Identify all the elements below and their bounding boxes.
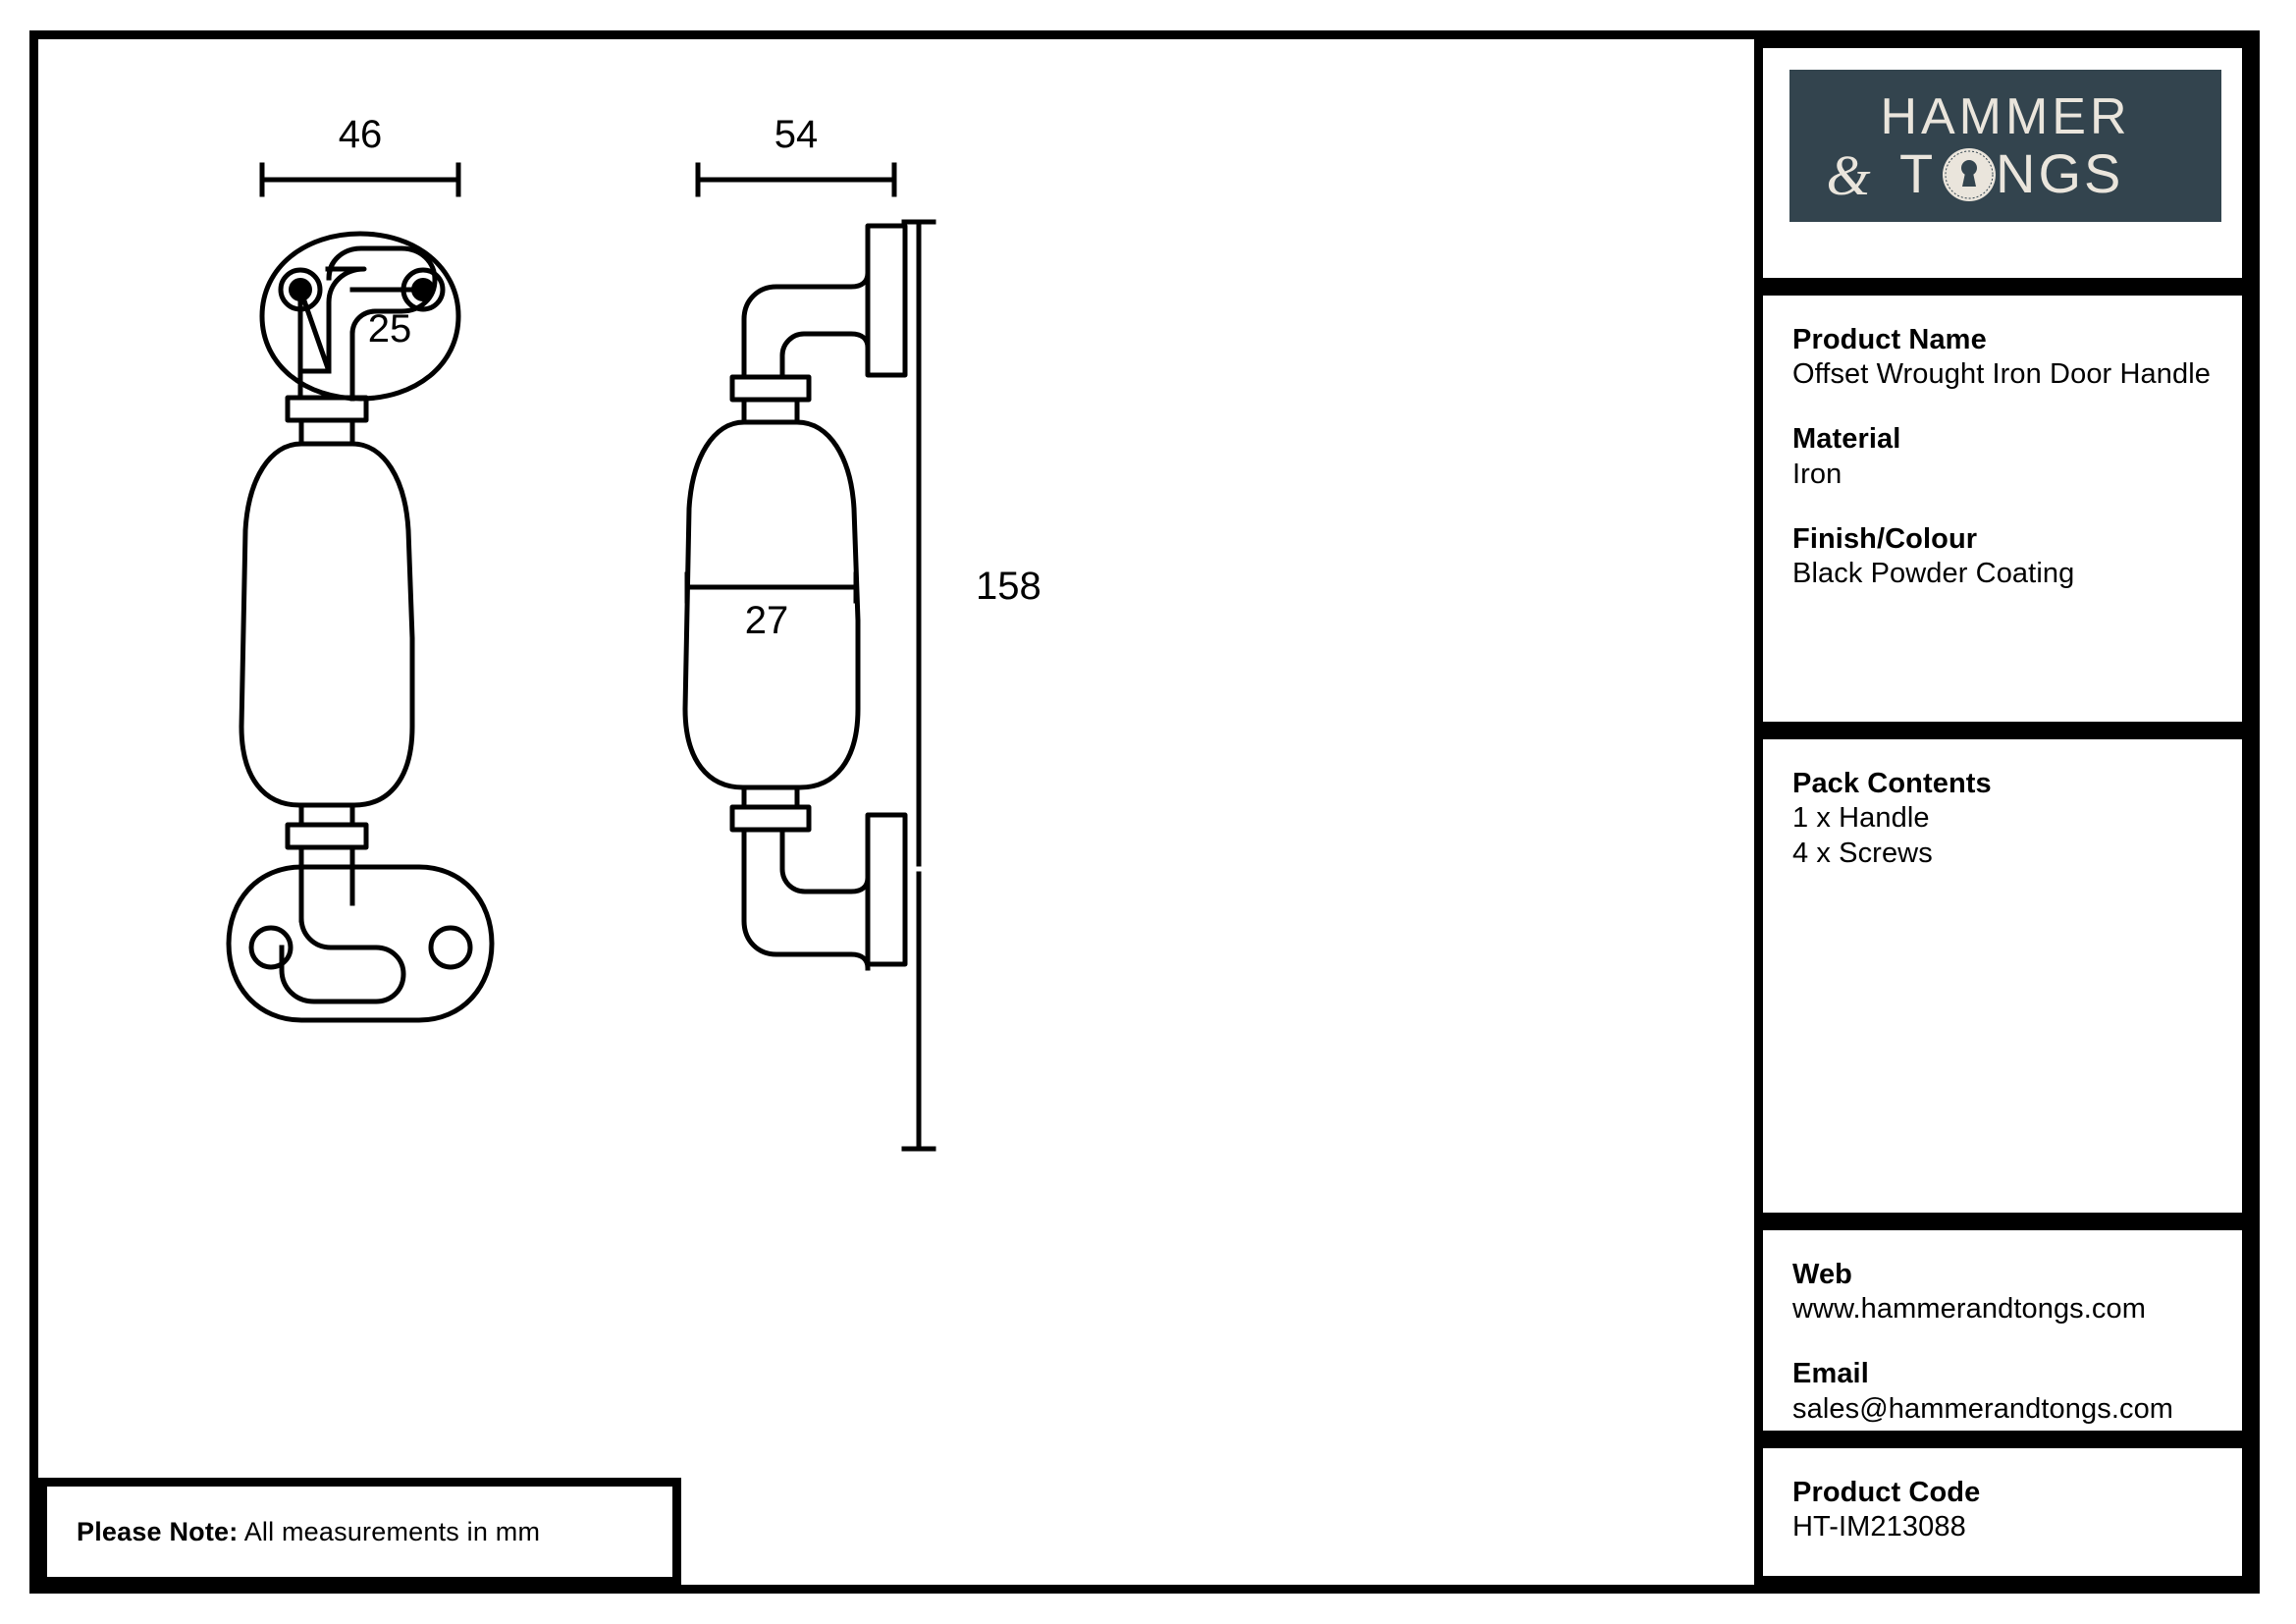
web-value[interactable]: www.hammerandtongs.com	[1792, 1293, 2147, 1326]
top-wall-plate	[865, 223, 908, 378]
brand-logo-badge: HAMMER & T NGS	[1789, 70, 2221, 222]
screw-hole-bottom-left	[248, 925, 294, 970]
contact-panel: Web www.hammerandtongs.com Email sales@h…	[1754, 1221, 2251, 1439]
field-email: Email sales@hammerandtongs.com	[1792, 1357, 2213, 1427]
technical-drawing-area: 46 25 54 27 158	[38, 39, 1746, 1585]
dimension-158	[901, 219, 936, 1152]
product-details-panel: Product Name Offset Wrought Iron Door Ha…	[1754, 287, 2251, 731]
logo-text-ampersand: &	[1826, 143, 1870, 207]
top-collar	[285, 395, 369, 423]
dimension-labels: 46 25 54 27 158	[339, 113, 1041, 642]
email-label: Email	[1792, 1358, 1869, 1390]
please-note-label: Please Note:	[77, 1516, 239, 1546]
bottom-collar	[285, 822, 369, 850]
front-grip-barrel	[239, 441, 415, 808]
info-sidebar: HAMMER & T NGS P	[1754, 39, 2251, 1585]
bot-arm-upper	[779, 827, 871, 894]
product-name-label: Product Name	[1792, 324, 1987, 355]
product-code-label: Product Code	[1792, 1477, 1981, 1508]
brand-logo-svg: HAMMER & T NGS	[1826, 88, 2130, 207]
bottom-wall-plate	[865, 812, 908, 967]
top-arm-lower	[779, 331, 871, 380]
dimension-27	[684, 571, 859, 604]
logo-text-ngs: NGS	[1996, 142, 2123, 204]
side-top-collar	[729, 374, 812, 403]
logo-text-tongs: T	[1899, 142, 1936, 204]
dimension-label-46: 46	[339, 113, 383, 156]
please-note-box: Please Note: All measurements in mm	[38, 1478, 681, 1586]
field-web: Web www.hammerandtongs.com	[1792, 1258, 2213, 1327]
logo-text-hammer: HAMMER	[1880, 88, 2130, 145]
bottom-rose-plate	[226, 864, 495, 1023]
side-grip-barrel	[682, 419, 861, 790]
side-bottom-collar	[729, 804, 812, 833]
finish-label: Finish/Colour	[1792, 522, 1978, 555]
top-arm-upper	[741, 270, 871, 380]
finish-value: Black Powder Coating	[1792, 558, 2075, 590]
field-product-name: Product Name Offset Wrought Iron Door Ha…	[1792, 323, 2213, 393]
dimension-label-54: 54	[774, 113, 819, 156]
bottom-hook-outline	[279, 844, 406, 1004]
bot-arm-lower	[741, 827, 871, 971]
dimension-label-158: 158	[976, 565, 1041, 608]
brand-logo-panel: HAMMER & T NGS	[1754, 39, 2251, 287]
side-view-geometry	[682, 162, 936, 1152]
pack-contents-item: 1 x Handle	[1792, 802, 1930, 835]
product-code-value: HT-IM213088	[1792, 1511, 1966, 1543]
email-value[interactable]: sales@hammerandtongs.com	[1792, 1392, 2174, 1425]
screw-hole-bottom-right	[428, 925, 473, 970]
please-note-value: All measurements in mm	[243, 1516, 541, 1546]
keyhole-medallion-icon	[1943, 148, 1996, 201]
pack-contents-panel: Pack Contents 1 x Handle 4 x Screws	[1754, 731, 2251, 1221]
product-name-value: Offset Wrought Iron Door Handle	[1792, 358, 2211, 391]
material-value: Iron	[1792, 458, 1842, 490]
top-rose-plate	[259, 231, 461, 402]
dimension-label-27: 27	[745, 599, 789, 642]
technical-drawing-svg: 46 25 54 27 158	[226, 113, 1041, 1152]
front-view-geometry	[226, 162, 495, 1023]
field-finish: Finish/Colour Black Powder Coating	[1792, 522, 2213, 592]
dimension-46	[259, 162, 461, 197]
field-material: Material Iron	[1792, 422, 2213, 492]
web-label: Web	[1792, 1259, 1852, 1290]
product-code-panel: Product Code HT-IM213088	[1754, 1439, 2251, 1585]
dimension-54	[695, 162, 897, 197]
dimension-label-25: 25	[368, 307, 412, 351]
pack-contents-item: 4 x Screws	[1792, 838, 1933, 870]
pack-contents-label: Pack Contents	[1792, 768, 1992, 799]
material-label: Material	[1792, 423, 1901, 456]
top-hook-outline	[326, 245, 438, 402]
please-note-text: Please Note: All measurements in mm	[77, 1517, 540, 1547]
